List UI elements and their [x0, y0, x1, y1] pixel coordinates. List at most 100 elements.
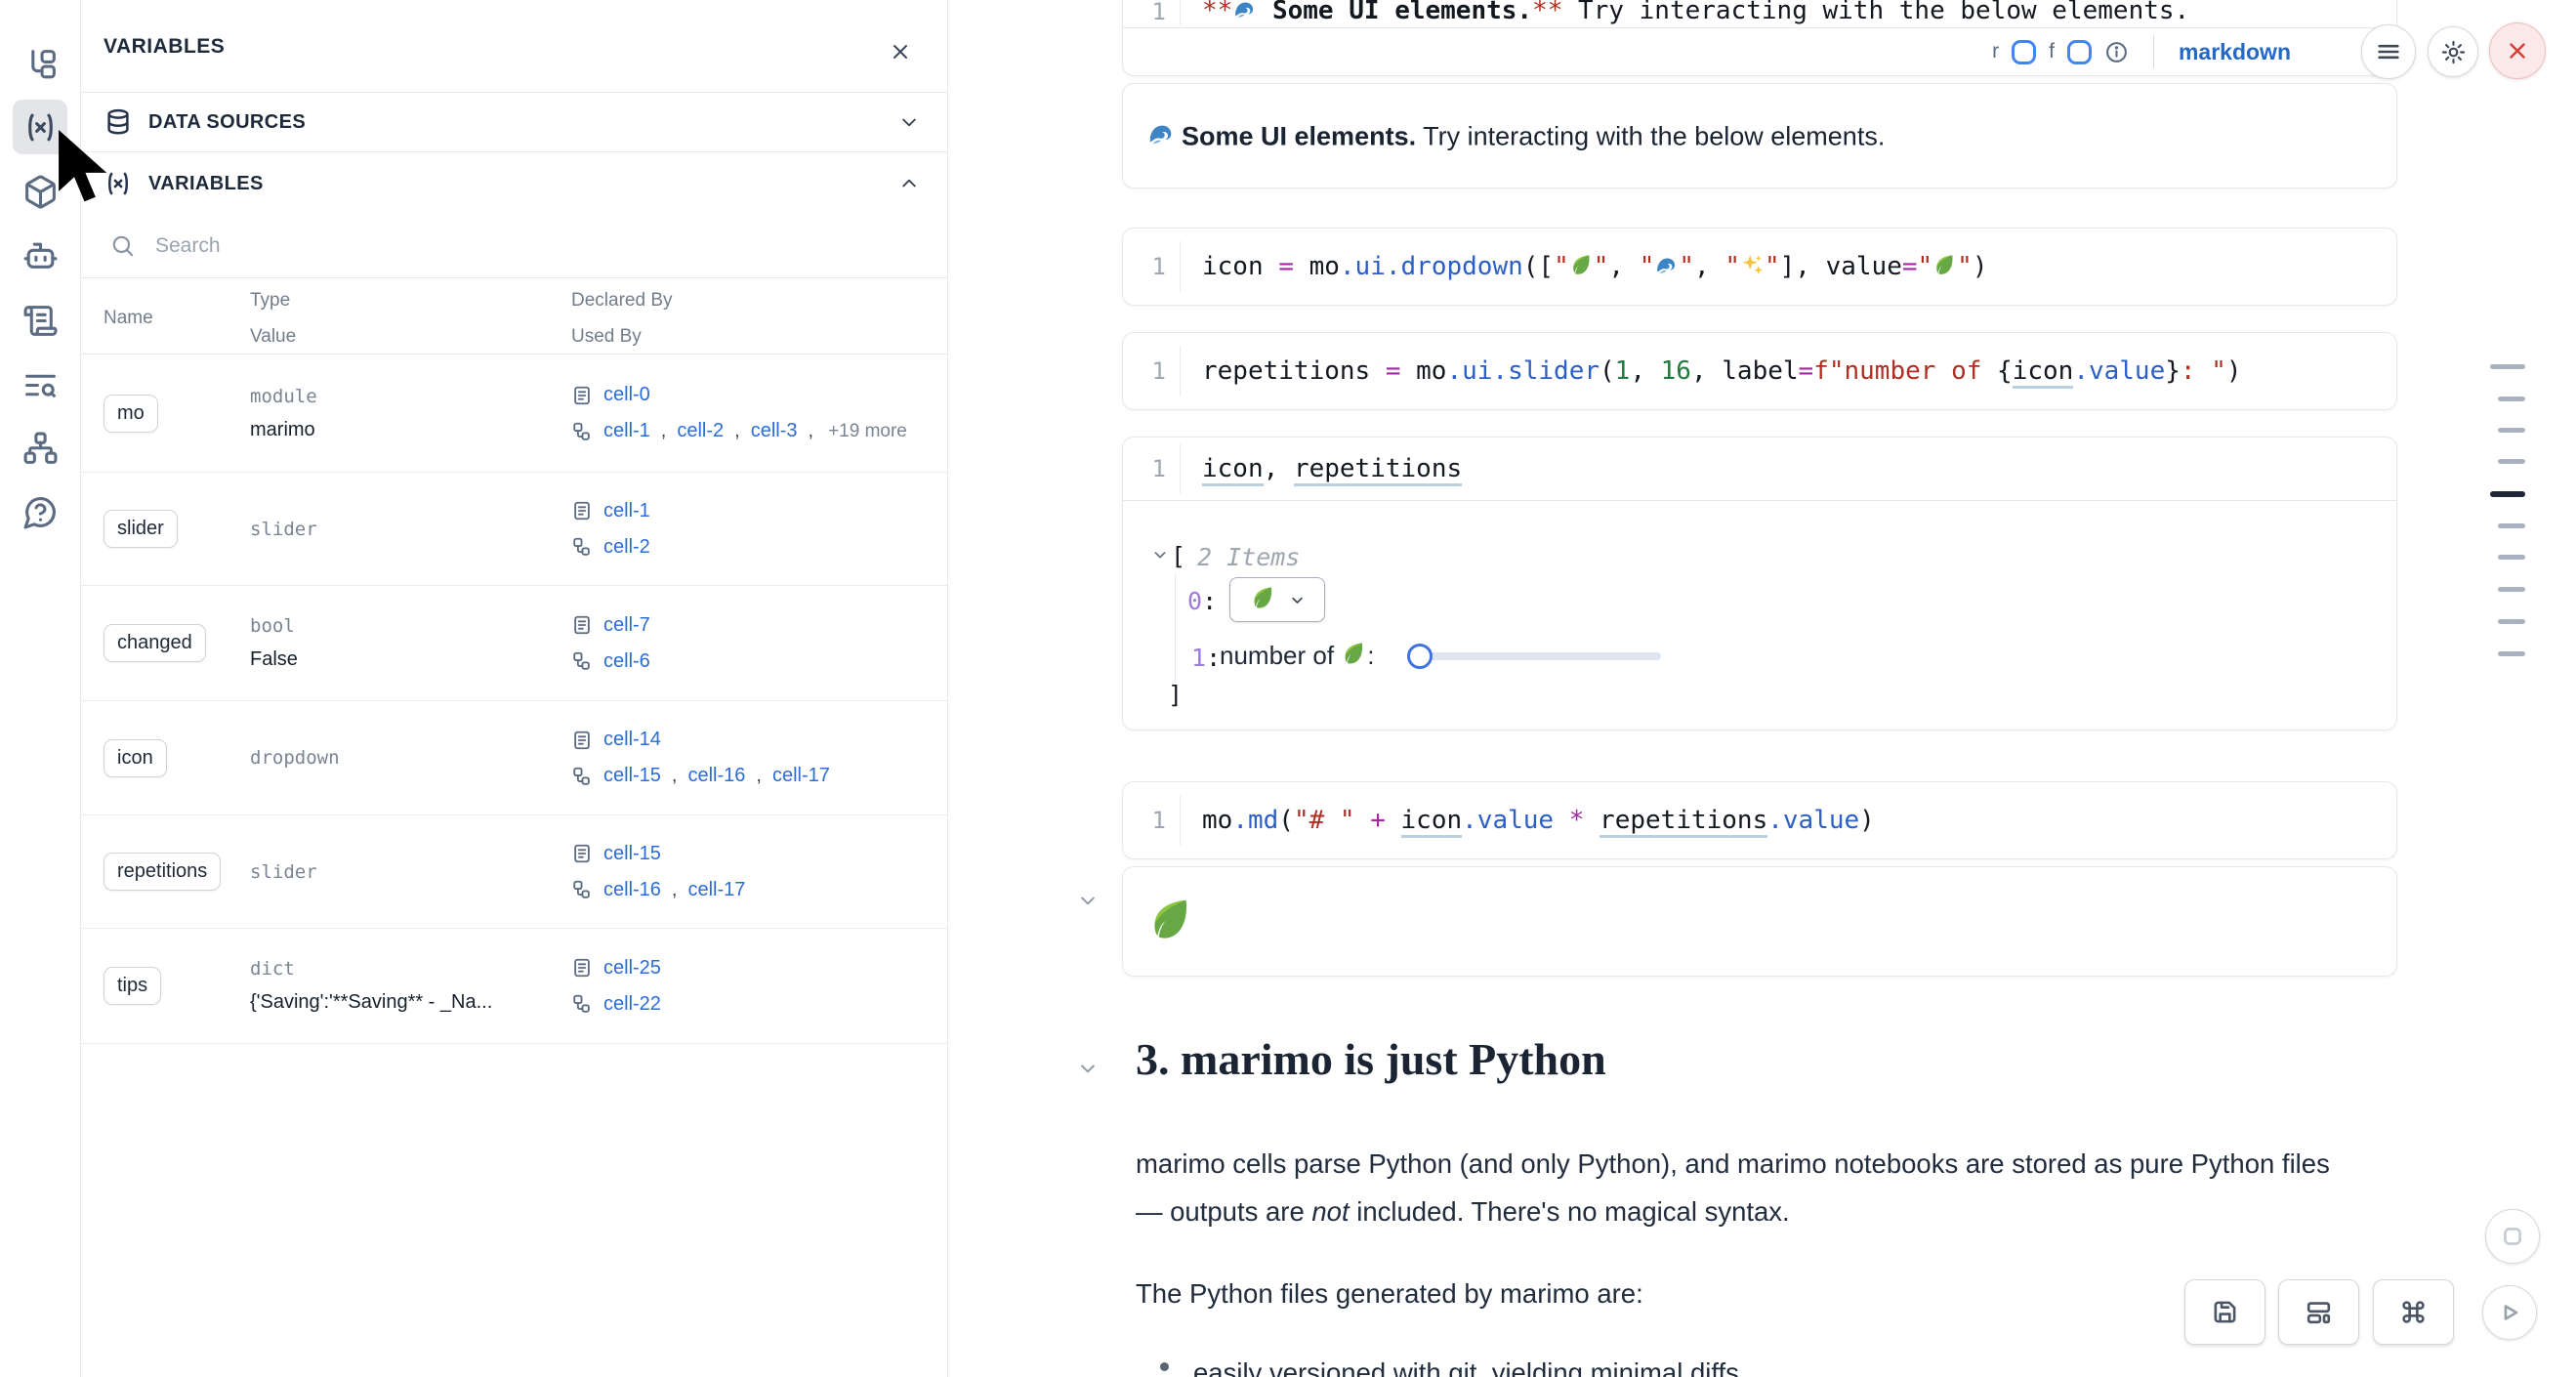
sidebar-item-variables[interactable] [17, 104, 63, 150]
packages-icon [24, 175, 56, 208]
minimap-marker[interactable] [2498, 587, 2525, 592]
minimap-marker[interactable] [2498, 459, 2525, 464]
cell-link[interactable]: cell-22 [603, 992, 661, 1015]
code-cell-md[interactable]: 1 mo.md("# " + icon.value * repetitions.… [1122, 781, 2397, 859]
graph-icon [571, 421, 593, 442]
snippets-icon [24, 374, 56, 397]
section-label: VARIABLES [148, 172, 264, 194]
markdown-editor-cell[interactable]: 1 ** Some UI elements.** Try interacting… [1122, 0, 2397, 76]
graph-icon [571, 536, 593, 558]
cell-link[interactable]: cell-1 [603, 420, 650, 441]
minimap-marker[interactable] [2498, 651, 2525, 656]
graph-icon [571, 993, 593, 1015]
used-by-line: cell-1, cell-2, cell-3,+19 more [571, 420, 907, 442]
command-palette-button[interactable] [2373, 1279, 2454, 1345]
sidebar-item-snippets[interactable] [17, 361, 63, 408]
database-icon [107, 108, 129, 135]
code-line: icon, repetitions [1181, 454, 1463, 486]
cell-link[interactable]: cell-16 [687, 765, 746, 786]
chevron-down-icon [1292, 597, 1303, 604]
minimap-marker[interactable] [2498, 428, 2525, 433]
variables-search [81, 214, 947, 278]
code-line: mo.md("# " + icon.value * repetitions.va… [1181, 806, 1875, 838]
tree-collapse-icon[interactable] [1152, 547, 1168, 563]
save-button[interactable] [2184, 1279, 2265, 1345]
cell-link[interactable]: cell-0 [603, 384, 650, 405]
cell-link[interactable]: cell-17 [771, 765, 830, 786]
run-button[interactable] [2482, 1285, 2537, 1340]
cell-link[interactable]: cell-1 [603, 499, 650, 522]
section-collapse-icon[interactable] [1078, 1059, 1098, 1078]
info-icon[interactable] [2104, 40, 2129, 64]
cell-link[interactable]: cell-17 [687, 878, 746, 900]
code-cell-repetitions[interactable]: 1 repetitions = mo.ui.slider(1, 16, labe… [1122, 332, 2397, 410]
leaf-emoji [1146, 894, 1195, 950]
icon-dropdown-select[interactable] [1229, 577, 1325, 622]
sidebar-item-file-explorer[interactable] [17, 41, 63, 88]
slider-thumb[interactable] [1407, 644, 1433, 669]
variables-table-header: Name Type Value Declared By Used By [81, 278, 947, 355]
sparkles-emoji [1740, 252, 1765, 280]
slider-track[interactable] [1414, 652, 1661, 660]
section-variables[interactable]: VARIABLES [81, 153, 947, 214]
settings-button[interactable] [2428, 26, 2478, 77]
variable-name-badge: icon [104, 738, 167, 777]
cell-link[interactable]: cell-6 [603, 649, 650, 672]
line-number: 1 [1151, 807, 1166, 834]
variable-name-badge: slider [104, 510, 178, 548]
notebook-menu-button[interactable] [2361, 24, 2416, 79]
cell-link[interactable]: cell-15 [603, 765, 661, 786]
shutdown-button[interactable] [2489, 22, 2546, 79]
col-header-value: Value [250, 326, 297, 347]
sidebar-item-help[interactable] [17, 488, 63, 535]
ai-assistant-icon [23, 242, 57, 269]
output-collapse-icon[interactable] [1078, 891, 1098, 910]
cell-link[interactable]: cell-3 [750, 420, 798, 441]
layout-grid-icon [2306, 1302, 2331, 1324]
minimap-marker[interactable] [2498, 555, 2525, 560]
stop-button[interactable] [2485, 1209, 2540, 1264]
sidebar-item-packages[interactable] [17, 168, 63, 215]
variable-type: bool [250, 615, 295, 637]
run-checkbox[interactable] [2012, 39, 2037, 64]
code-cell-tuple[interactable]: 1 icon, repetitions [ 2 Items 0: 1: numb… [1122, 437, 2397, 730]
code-editor[interactable]: 1 ** Some UI elements.** Try interacting… [1123, 0, 2396, 27]
close-panel-button[interactable] [886, 37, 915, 66]
cell-link[interactable]: cell-2 [677, 420, 725, 441]
cell-link[interactable]: cell-16 [603, 878, 661, 900]
minimap-marker-current[interactable] [2490, 491, 2525, 497]
sidebar-item-ai-assistant[interactable] [17, 232, 63, 279]
cell-link[interactable]: cell-25 [603, 956, 661, 979]
layout-button[interactable] [2278, 1279, 2359, 1345]
cell-link[interactable]: cell-15 [603, 842, 661, 864]
search-input[interactable] [155, 233, 546, 258]
more-cells-label[interactable]: +19 more [828, 420, 907, 441]
tree-index-1: 1: [1191, 644, 1222, 672]
minimap-marker[interactable] [2498, 619, 2525, 624]
variables-icon [27, 113, 53, 141]
cell-link[interactable]: cell-7 [603, 613, 650, 636]
minimap-marker[interactable] [2498, 396, 2525, 401]
cell-language-toggle[interactable]: markdown [2178, 38, 2291, 64]
cell-link[interactable]: cell-14 [603, 729, 661, 750]
sidebar-item-dependencies[interactable] [17, 425, 63, 472]
code-cell-icon[interactable]: 1 icon = mo.ui.dropdown(["", "", ""], va… [1122, 228, 2397, 306]
wave-emoji [1146, 119, 1176, 151]
variable-name-badge: repetitions [104, 853, 222, 891]
section-data-sources[interactable]: DATA SOURCES [81, 92, 947, 152]
variable-type: module [250, 385, 317, 407]
format-checkbox[interactable] [2066, 39, 2092, 64]
wave-emoji [1232, 0, 1257, 24]
gutter-divider [1180, 795, 1181, 846]
sidebar-item-logs[interactable] [17, 297, 63, 344]
line-number: 1 [1151, 455, 1166, 482]
minimap-marker[interactable] [2490, 364, 2525, 369]
code-line: repetitions = mo.ui.slider(1, 16, label=… [1181, 356, 2242, 389]
cell-link[interactable]: cell-2 [603, 535, 650, 558]
minimap-marker[interactable] [2498, 523, 2525, 528]
heading-output [1122, 866, 2397, 977]
document-icon [571, 730, 593, 751]
